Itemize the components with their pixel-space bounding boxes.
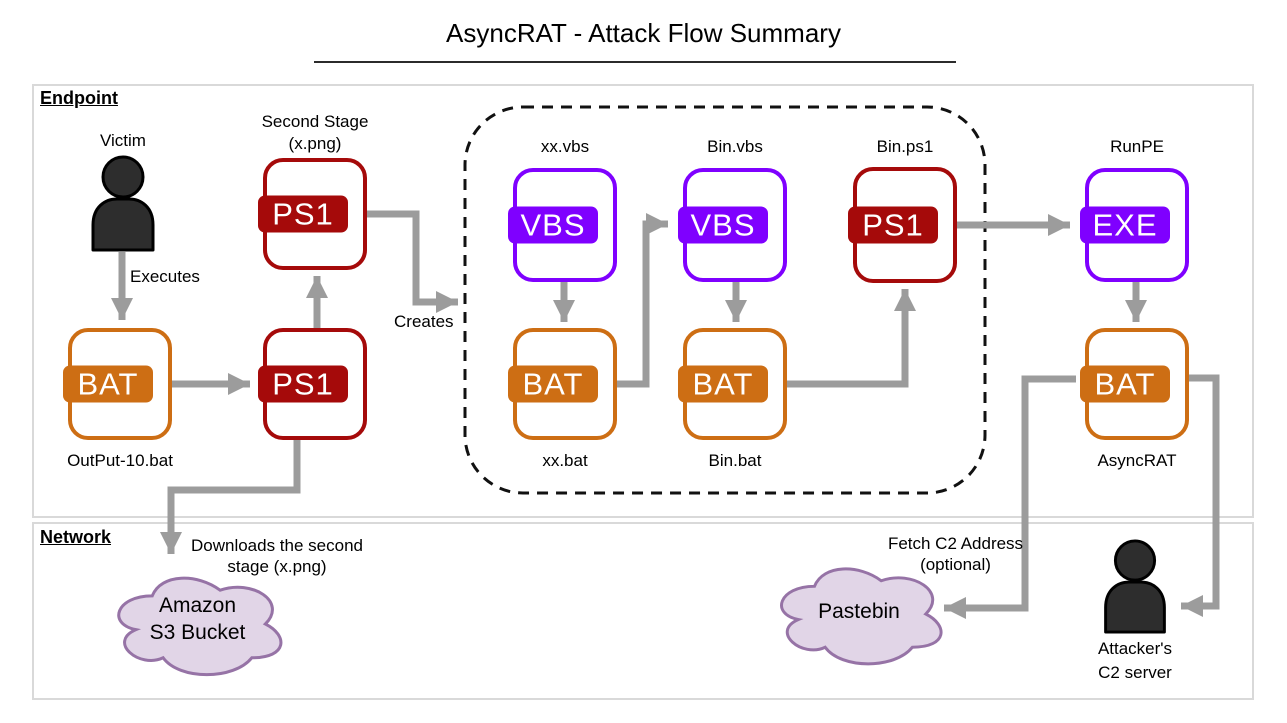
output-bat-caption: OutPut-10.bat <box>67 451 173 470</box>
node-bin-ps1: PS1 <box>848 167 957 283</box>
node-runpe-exe: EXE <box>1080 168 1189 282</box>
attacker-label: Attacker's C2 server <box>1097 639 1173 682</box>
bin-bat-caption: Bin.bat <box>708 451 762 470</box>
edge-label-creates: Creates <box>394 312 454 331</box>
output-bat-badge: BAT <box>63 365 153 403</box>
edge-label-executes: Executes <box>130 267 200 286</box>
second-stage-ps1-label: Second Stage (x.png) <box>261 112 369 153</box>
xx-bat-caption: xx.bat <box>542 451 588 470</box>
bin-vbs-label: Bin.vbs <box>707 137 763 156</box>
title-underline <box>314 61 956 63</box>
network-section-label: Network <box>40 527 112 547</box>
first-ps1-badge: PS1 <box>258 365 348 403</box>
edge-label-fetch-c2: Fetch C2 Address (optional) <box>887 534 1024 574</box>
s3-bucket-label: Amazon S3 Bucket <box>149 594 246 644</box>
runpe-exe-label: RunPE <box>1110 137 1164 156</box>
bin-bat-badge: BAT <box>678 365 768 403</box>
node-xx-bat: BAT <box>508 328 617 440</box>
edge-label-downloads: Downloads the second stage (x.png) <box>190 536 363 576</box>
attacker-person-icon <box>1104 539 1166 634</box>
victim-label: Victim <box>100 131 146 150</box>
node-second-stage-ps1: PS1 <box>258 158 367 270</box>
diagram-title: AsyncRAT - Attack Flow Summary <box>446 18 841 48</box>
node-xx-vbs: VBS <box>508 168 617 282</box>
node-asyncrat-bat: BAT <box>1080 328 1189 440</box>
node-first-ps1: PS1 <box>258 328 367 440</box>
xx-vbs-badge: VBS <box>508 206 598 244</box>
second-stage-ps1-badge: PS1 <box>258 195 348 233</box>
bin-ps1-badge: PS1 <box>848 206 938 244</box>
asyncrat-bat-badge: BAT <box>1080 365 1170 403</box>
s3-bucket-cloud <box>117 576 283 677</box>
pastebin-cloud <box>780 567 943 666</box>
xx-bat-badge: BAT <box>508 365 598 403</box>
bin-ps1-label: Bin.ps1 <box>876 137 934 156</box>
asyncrat-bat-caption: AsyncRAT <box>1097 451 1177 470</box>
runpe-exe-badge: EXE <box>1080 206 1170 244</box>
bin-vbs-badge: VBS <box>678 206 768 244</box>
pastebin-label: Pastebin <box>818 600 900 623</box>
victim-person-icon <box>91 155 155 252</box>
endpoint-section-label: Endpoint <box>40 88 118 108</box>
xx-vbs-label: xx.vbs <box>540 137 590 156</box>
node-bin-bat: BAT <box>678 328 787 440</box>
node-output-bat: BAT <box>63 328 172 440</box>
node-bin-vbs: VBS <box>678 168 787 282</box>
